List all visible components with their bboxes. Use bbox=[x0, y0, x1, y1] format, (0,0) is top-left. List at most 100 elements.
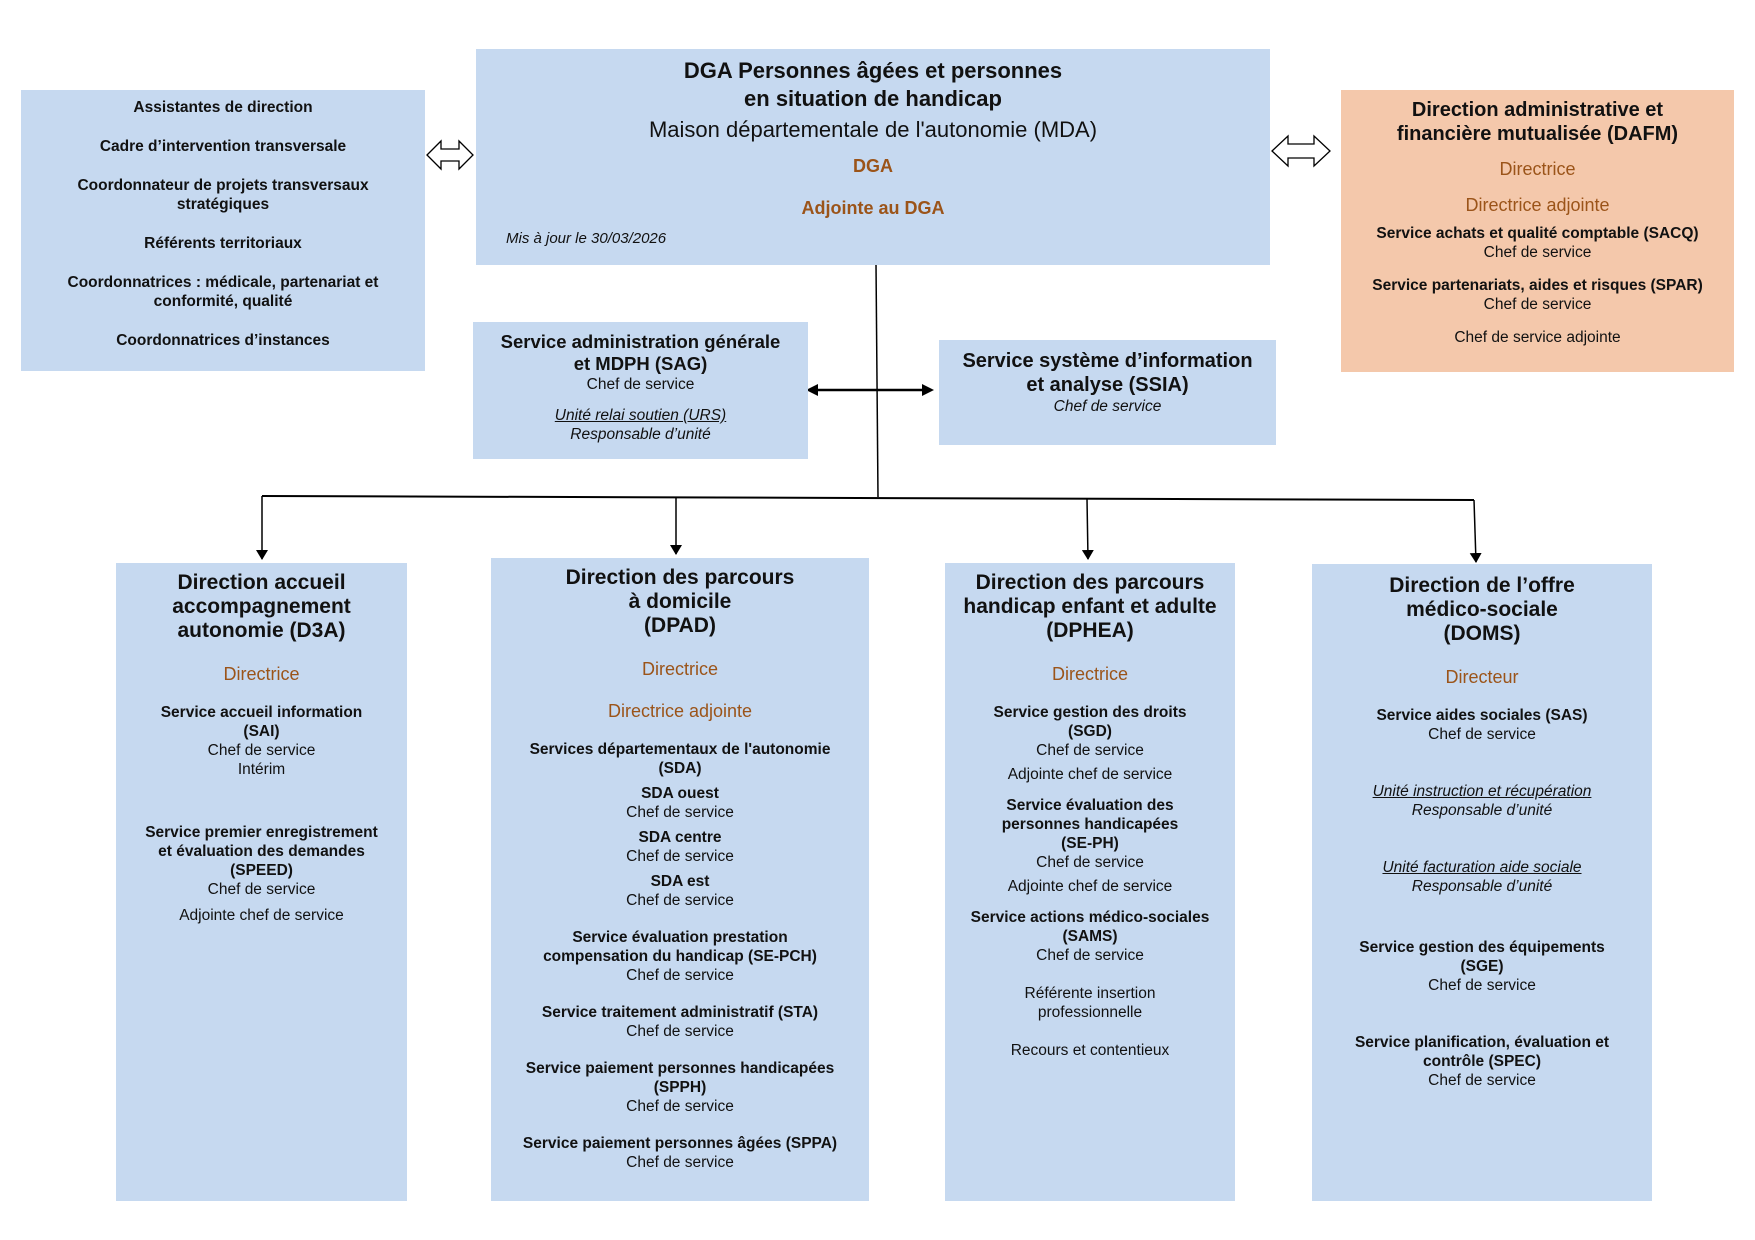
sda-ouest: SDA ouest bbox=[641, 785, 719, 802]
doms-title-line3: (DOMS) bbox=[1443, 622, 1521, 645]
double-arrow-left-icon bbox=[426, 139, 474, 171]
urs-unit-role: Responsable d’unité bbox=[570, 426, 711, 443]
service-sge-acronym: (SGE) bbox=[1460, 958, 1504, 975]
service-sge: Service gestion des équipements bbox=[1359, 939, 1605, 956]
dga-title-line1: DGA Personnes âgées et personnes bbox=[683, 58, 1063, 83]
staff-item: Référents territoriaux bbox=[144, 235, 302, 252]
dafm-director: Directrice bbox=[1499, 159, 1576, 179]
d3a-director: Directrice bbox=[223, 664, 300, 684]
service-sams: Service actions médico-sociales bbox=[970, 909, 1210, 926]
service-sai-acronym: (SAI) bbox=[243, 723, 280, 740]
service-seph-deputy: Adjointe chef de service bbox=[1007, 878, 1173, 895]
sda-est: SDA est bbox=[650, 873, 710, 890]
dafm-box: Direction administrative et financière m… bbox=[1341, 90, 1734, 372]
service-speed-role: Chef de service bbox=[207, 881, 316, 898]
service-sepch-line2: compensation du handicap (SE-PCH) bbox=[543, 948, 817, 965]
referent-insertion-line2: professionnelle bbox=[1037, 1004, 1143, 1021]
double-arrow-right-icon bbox=[1271, 134, 1331, 168]
arrowhead-right-icon bbox=[922, 384, 934, 396]
doms-title-line1: Direction de l’offre bbox=[1389, 574, 1575, 597]
service-seph-acronym: (SE-PH) bbox=[1061, 835, 1119, 852]
service-sgd: Service gestion des droits bbox=[993, 704, 1187, 721]
d3a-title-line2: accompagnement bbox=[172, 595, 351, 618]
d3a-title-line3: autonomie (D3A) bbox=[177, 619, 346, 642]
ssia-box: Service système d’information et analyse… bbox=[939, 340, 1276, 445]
sda-ouest-role: Chef de service bbox=[626, 804, 734, 821]
sda-centre: SDA centre bbox=[638, 829, 722, 846]
doms-title-line2: médico-sociale bbox=[1406, 598, 1558, 621]
service-speed: Service premier enregistrement bbox=[145, 824, 378, 841]
service-spec: Service planification, évaluation et bbox=[1354, 1034, 1610, 1051]
dga-subtitle: Maison départementale de l'autonomie (MD… bbox=[648, 117, 1098, 142]
trunk-line bbox=[875, 263, 879, 498]
service-sppa: Service paiement personnes âgées (SPPA) bbox=[522, 1135, 838, 1152]
staff-item: Cadre d’intervention transversale bbox=[99, 138, 347, 155]
sag-title-line2: et MDPH (SAG) bbox=[573, 353, 708, 374]
urs-unit: Unité relai soutien (URS) bbox=[554, 407, 727, 424]
service-speed-deputy: Adjointe chef de service bbox=[179, 907, 344, 924]
unit-facturation: Unité facturation aide sociale bbox=[1382, 859, 1582, 876]
service-sai: Service accueil information bbox=[160, 704, 363, 721]
doms-box: Direction de l’offre médico-sociale (DOM… bbox=[1312, 564, 1652, 1201]
staff-item: Coordonnatrices : médicale, partenariat … bbox=[67, 274, 379, 310]
dpad-title-line3: (DPAD) bbox=[644, 614, 716, 637]
service-sacq: Service achats et qualité comptable (SAC… bbox=[1376, 225, 1699, 242]
service-sacq-role: Chef de service bbox=[1483, 244, 1592, 261]
service-sepch-role: Chef de service bbox=[626, 967, 734, 984]
unit-instruction-role: Responsable d’unité bbox=[1411, 802, 1553, 819]
service-speed-acronym: (SPEED) bbox=[230, 862, 293, 879]
recours-contentieux: Recours et contentieux bbox=[1010, 1042, 1170, 1059]
drop-doms bbox=[1469, 499, 1482, 563]
service-seph: Service évaluation des bbox=[1006, 797, 1174, 814]
dga-role: DGA bbox=[853, 156, 893, 176]
dphea-box: Direction des parcours handicap enfant e… bbox=[945, 563, 1235, 1201]
service-spph-acronym: (SPPH) bbox=[653, 1079, 707, 1096]
dafm-extra-role: Chef de service adjointe bbox=[1454, 329, 1621, 346]
service-speed-line2: et évaluation des demandes bbox=[158, 843, 365, 860]
drop-dphea bbox=[1081, 498, 1094, 560]
doms-director: Directeur bbox=[1445, 667, 1519, 687]
dafm-deputy: Directrice adjointe bbox=[1465, 195, 1610, 215]
unit-instruction: Unité instruction et récupération bbox=[1372, 783, 1592, 800]
service-sgd-deputy: Adjointe chef de service bbox=[1007, 766, 1173, 783]
service-sai-note: Intérim bbox=[237, 761, 286, 778]
service-sge-role: Chef de service bbox=[1428, 977, 1536, 994]
dpad-deputy: Directrice adjointe bbox=[607, 701, 753, 721]
dpad-box: Direction des parcours à domicile (DPAD)… bbox=[491, 558, 869, 1201]
service-spph: Service paiement personnes handicapées bbox=[525, 1060, 835, 1077]
d3a-box: Direction accueil accompagnement autonom… bbox=[116, 563, 407, 1201]
service-seph-role: Chef de service bbox=[1036, 854, 1144, 871]
service-sta-role: Chef de service bbox=[626, 1023, 734, 1040]
d3a-title-line1: Direction accueil bbox=[177, 571, 346, 594]
service-sta: Service traitement administratif (STA) bbox=[541, 1004, 819, 1021]
service-spec-role: Chef de service bbox=[1428, 1072, 1536, 1089]
service-sda: Services départementaux de l'autonomie bbox=[529, 741, 831, 758]
sag-role: Chef de service bbox=[586, 376, 695, 393]
sag-title-line1: Service administration générale bbox=[500, 331, 781, 352]
bus-line bbox=[261, 495, 1475, 501]
service-spar: Service partenariats, aides et risques (… bbox=[1372, 277, 1703, 294]
unit-facturation-role: Responsable d’unité bbox=[1411, 878, 1553, 895]
dga-box: DGA Personnes âgées et personnes en situ… bbox=[476, 49, 1270, 265]
ssia-title-line2: et analyse (SSIA) bbox=[1026, 374, 1189, 396]
staff-item: Coordonnateur de projets transversaux st… bbox=[77, 177, 369, 213]
dafm-title-line2: financière mutualisée (DAFM) bbox=[1396, 123, 1679, 145]
dpad-director: Directrice bbox=[641, 659, 718, 679]
ssia-role: Chef de service bbox=[1053, 398, 1162, 415]
dga-deputy-role: Adjointe au DGA bbox=[801, 198, 945, 218]
service-spph-role: Chef de service bbox=[626, 1098, 734, 1115]
service-sppa-role: Chef de service bbox=[626, 1154, 734, 1171]
service-sgd-role: Chef de service bbox=[1036, 742, 1144, 759]
service-sgd-acronym: (SGD) bbox=[1068, 723, 1112, 740]
dphea-title-line2: handicap enfant et adulte bbox=[963, 595, 1217, 618]
sda-est-role: Chef de service bbox=[626, 892, 734, 909]
service-seph-line2: personnes handicapées bbox=[1001, 816, 1179, 833]
service-sepch: Service évaluation prestation bbox=[572, 929, 788, 946]
staff-item: Coordonnatrices d’instances bbox=[116, 332, 330, 349]
sag-box: Service administration générale et MDPH … bbox=[473, 322, 808, 459]
dphea-title-line1: Direction des parcours bbox=[975, 571, 1205, 594]
service-sda-acronym: (SDA) bbox=[658, 760, 702, 777]
service-spar-role: Chef de service bbox=[1483, 296, 1592, 313]
service-sai-role: Chef de service bbox=[207, 742, 316, 759]
staff-item: Assistantes de direction bbox=[133, 99, 313, 116]
